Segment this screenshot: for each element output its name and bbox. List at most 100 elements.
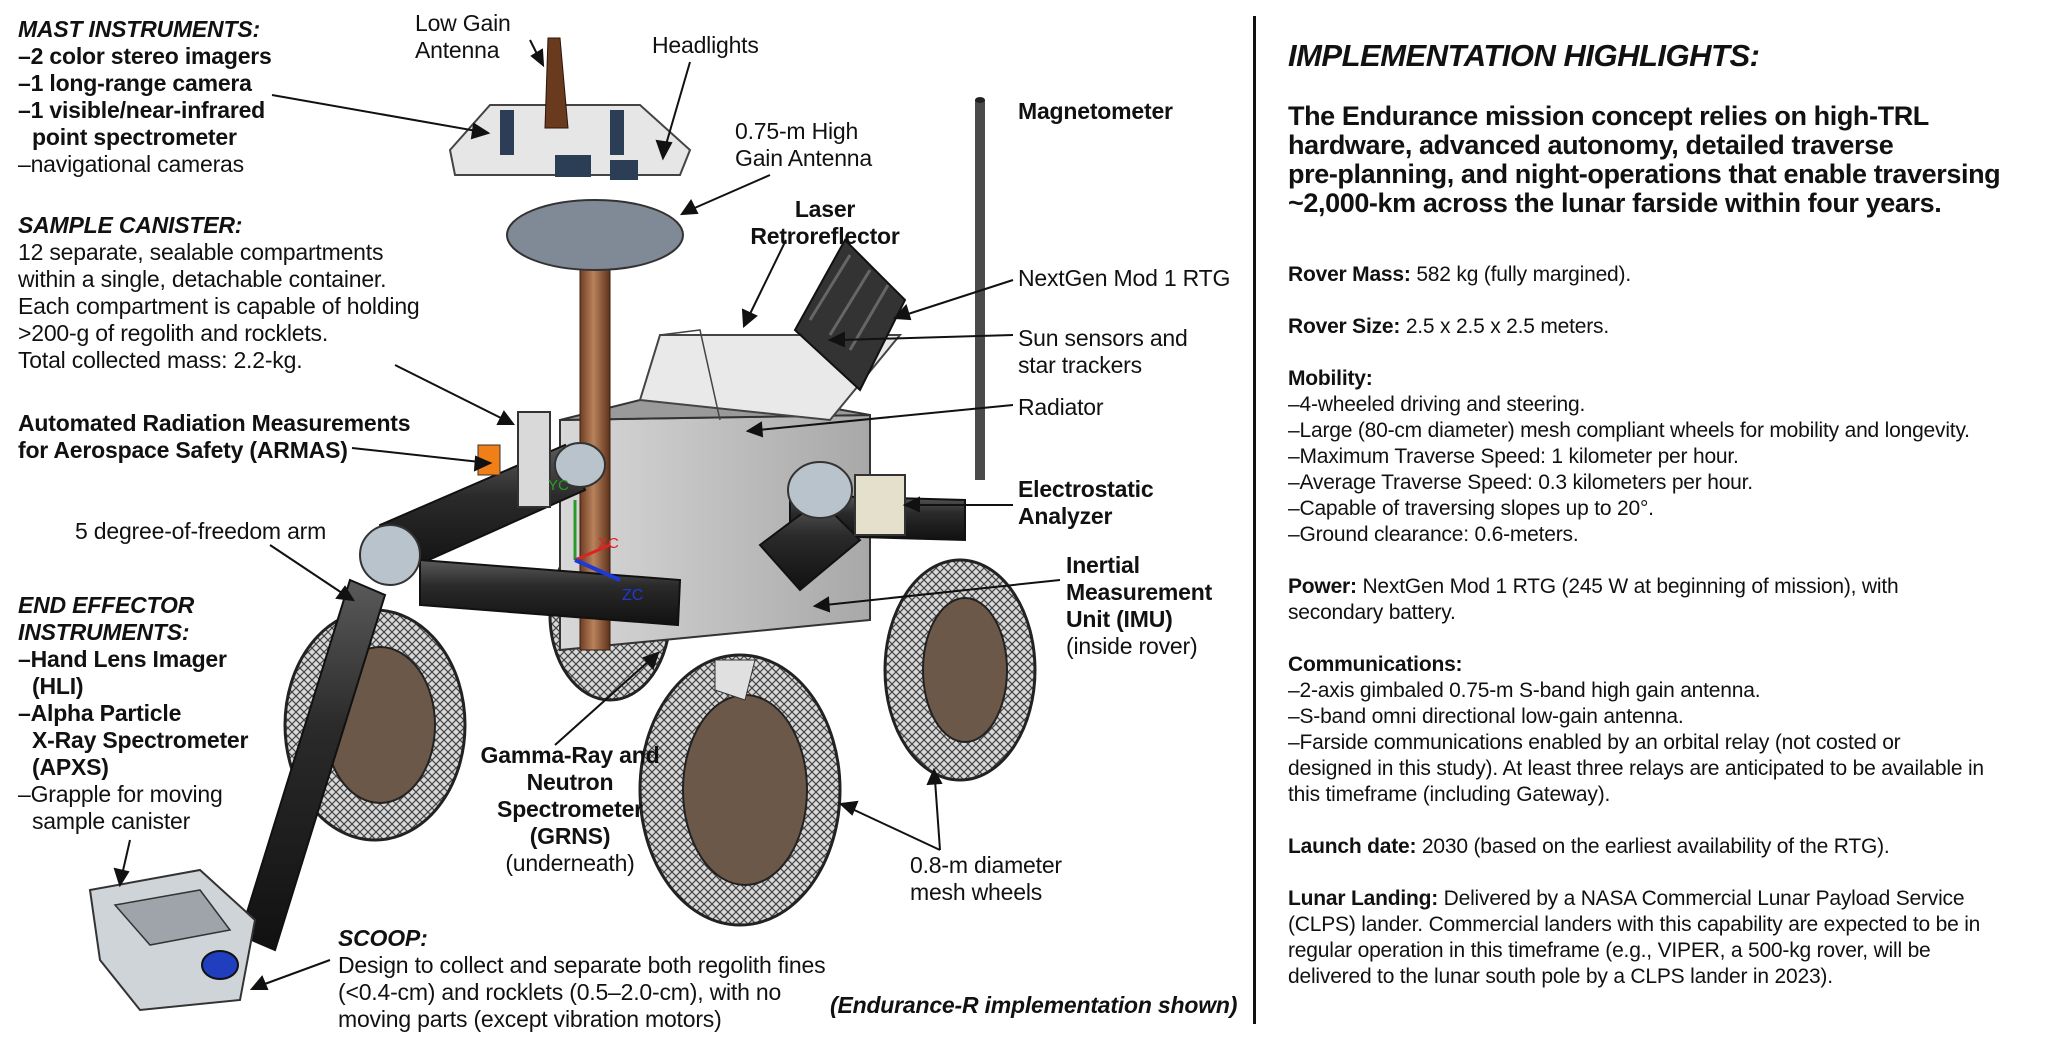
power-label: Power: <box>1288 575 1357 598</box>
communications-item: this timeframe (including Gateway). <box>1288 783 1611 806</box>
esa-label: Electrostatic Analyzer <box>1018 476 1154 530</box>
low-gain-line: Antenna <box>415 37 500 63</box>
low-gain-antenna-label: Low Gain Antenna <box>415 10 511 64</box>
magnetometer-label: Magnetometer <box>1018 98 1173 124</box>
grns-line: Gamma-Ray and <box>480 742 660 768</box>
rover-mass-label: Rover Mass: <box>1288 263 1411 286</box>
end-effector-item: sample canister <box>32 808 191 834</box>
rover-mass-spec: Rover Mass: 582 kg (fully margined). <box>1288 262 2036 288</box>
summary-line: hardware, advanced autonomy, detailed tr… <box>1288 130 1894 160</box>
mast <box>448 37 692 651</box>
rear-right-wheel <box>883 558 1037 782</box>
headlights-label: Headlights <box>652 32 759 58</box>
end-effector-item: –Grapple for moving <box>18 781 223 807</box>
mast-item: –1 visible/near-infrared <box>18 97 266 123</box>
sample-canister-line: >200-g of regolith and rocklets. <box>18 320 329 346</box>
esa-line: Analyzer <box>1018 503 1113 529</box>
rover-diagram-panel: YC XC ZC MAST INSTRUMENTS: –2 co <box>18 10 1238 1033</box>
low-gain-line: Low Gain <box>415 10 511 36</box>
end-effector-item: X-Ray Spectrometer <box>32 727 249 753</box>
armas-line: for Aerospace Safety (ARMAS) <box>18 437 348 463</box>
sample-canister <box>477 411 551 508</box>
laser-line: Retroreflector <box>750 223 900 249</box>
scoop-label: SCOOP: Design to collect and separate bo… <box>338 925 826 1033</box>
communications-item: –Farside communications enabled by an or… <box>1288 731 1901 754</box>
summary-line: The Endurance mission concept relies on … <box>1288 101 1929 131</box>
laser-line: Laser <box>794 196 856 222</box>
esa-line: Electrostatic <box>1018 476 1154 502</box>
xc-axis-label: XC <box>598 535 619 552</box>
highlights-summary: The Endurance mission concept relies on … <box>1288 102 2036 218</box>
communications-item: designed in this study). At least three … <box>1288 757 1984 780</box>
communications-label: Communications: <box>1288 653 1463 676</box>
end-effector-item: –Alpha Particle <box>18 700 182 726</box>
summary-line: pre-planning, and night-operations that … <box>1288 159 2001 189</box>
wheels-line: 0.8-m diameter <box>910 852 1062 878</box>
front-left-wheel <box>638 653 842 927</box>
armas-line: Automated Radiation Measurements <box>18 410 411 436</box>
mast-item: point spectrometer <box>32 124 237 150</box>
end-effector-title: END EFFECTOR <box>18 592 195 618</box>
high-gain-line: 0.75-m High <box>735 118 859 144</box>
coordinate-axes <box>573 500 621 582</box>
power-spec: Power: NextGen Mod 1 RTG (245 W at begin… <box>1288 574 2036 626</box>
magnetometer-boom <box>975 97 985 480</box>
lunar-landing-label: Lunar Landing: <box>1288 887 1439 910</box>
rover-size-label: Rover Size: <box>1288 315 1401 338</box>
scoop-title: SCOOP: <box>338 925 428 951</box>
mobility-spec: Mobility: –4-wheeled driving and steerin… <box>1288 366 2036 548</box>
yc-axis-label: YC <box>548 477 569 494</box>
communications-spec: Communications: –2-axis gimbaled 0.75-m … <box>1288 652 2036 808</box>
grns-line: (GRNS) <box>529 823 611 849</box>
sun-sensors-line: star trackers <box>1018 352 1142 378</box>
end-effector-item: –Hand Lens Imager <box>18 646 227 672</box>
mobility-item: –Average Traverse Speed: 0.3 kilometers … <box>1288 471 1753 494</box>
mast-instruments-title: MAST INSTRUMENTS: <box>18 16 260 42</box>
sample-canister-label: SAMPLE CANISTER: 12 separate, sealable c… <box>18 212 420 374</box>
end-effector-scoop <box>88 868 257 1012</box>
lunar-landing-line: (CLPS) lander. Commercial landers with t… <box>1288 913 1981 936</box>
grns-line: Spectrometer <box>497 796 643 822</box>
end-effector-item: (APXS) <box>32 754 109 780</box>
arm-label: 5 degree-of-freedom arm <box>75 518 327 544</box>
mobility-item: –4-wheeled driving and steering. <box>1288 393 1586 416</box>
rover-mass-value: 582 kg (fully margined). <box>1410 263 1631 286</box>
rover-size-spec: Rover Size: 2.5 x 2.5 x 2.5 meters. <box>1288 314 2036 340</box>
imu-line: Unit (IMU) <box>1066 606 1173 632</box>
wheels-line: mesh wheels <box>910 879 1043 905</box>
panel-divider <box>1253 16 1256 1024</box>
sample-canister-line: 12 separate, sealable compartments <box>18 239 384 265</box>
imu-label: Inertial Measurement Unit (IMU) (inside … <box>1066 552 1212 660</box>
implementation-highlights-panel: IMPLEMENTATION HIGHLIGHTS: The Endurance… <box>1288 30 2036 1016</box>
end-effector-title: INSTRUMENTS: <box>18 619 190 645</box>
summary-line: ~2,000-km across the lunar farside withi… <box>1288 188 1942 218</box>
sun-sensors-line: Sun sensors and <box>1018 325 1188 351</box>
communications-item: –2-axis gimbaled 0.75-m S-band high gain… <box>1288 679 1761 702</box>
scoop-line: (<0.4-cm) and rocklets (0.5–2.0-cm), wit… <box>338 979 782 1005</box>
high-gain-line: Gain Antenna <box>735 145 872 171</box>
scoop-line: Design to collect and separate both rego… <box>338 952 826 978</box>
power-line: secondary battery. <box>1288 601 1456 624</box>
lunar-landing-spec: Lunar Landing: Delivered by a NASA Comme… <box>1288 886 2036 990</box>
robotic-arm <box>238 442 966 952</box>
scoop-line: moving parts (except vibration motors) <box>338 1006 722 1032</box>
imu-line: Measurement <box>1066 579 1213 605</box>
radiator-label: Radiator <box>1018 394 1104 420</box>
launch-date-value: 2030 (based on the earliest availability… <box>1416 835 1890 858</box>
mobility-item: –Large (80-cm diameter) mesh compliant w… <box>1288 419 1970 442</box>
lunar-landing-line: regular operation in this timeframe (e.g… <box>1288 939 1931 962</box>
mobility-item: –Maximum Traverse Speed: 1 kilometer per… <box>1288 445 1739 468</box>
zc-axis-label: ZC <box>622 587 643 604</box>
mobility-item: –Capable of traversing slopes up to 20°. <box>1288 497 1654 520</box>
rtg-label: NextGen Mod 1 RTG <box>1018 265 1231 291</box>
highlights-title: IMPLEMENTATION HIGHLIGHTS: <box>1288 38 1760 73</box>
mobility-item: –Ground clearance: 0.6-meters. <box>1288 523 1579 546</box>
grns-note: (underneath) <box>505 850 635 876</box>
rover-illustration: YC XC ZC <box>88 37 1061 1012</box>
launch-date-spec: Launch date: 2030 (based on the earliest… <box>1288 834 2036 860</box>
laser-retroreflector-label: Laser Retroreflector <box>735 196 915 250</box>
imu-note: (inside rover) <box>1066 633 1198 659</box>
sample-canister-line: Each compartment is capable of holding <box>18 293 420 319</box>
armas-label: Automated Radiation Measurements for Aer… <box>18 410 411 464</box>
implementation-note: (Endurance-R implementation shown) <box>830 992 1238 1018</box>
